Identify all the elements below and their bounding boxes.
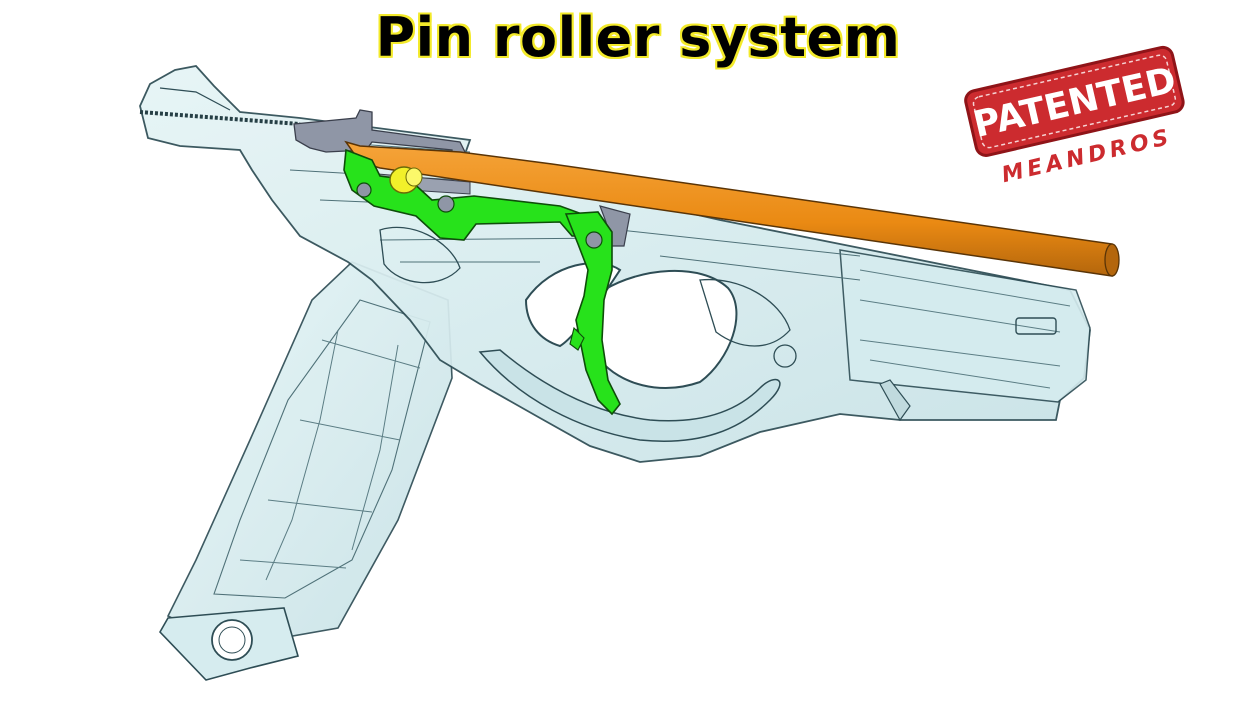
grip — [166, 261, 453, 641]
lanyard-loop — [159, 607, 300, 681]
patented-stamp: PATENTED MEANDROS — [964, 45, 1185, 188]
yellow-roller-pin — [389, 166, 423, 194]
page-title: Pin roller system — [375, 6, 901, 69]
